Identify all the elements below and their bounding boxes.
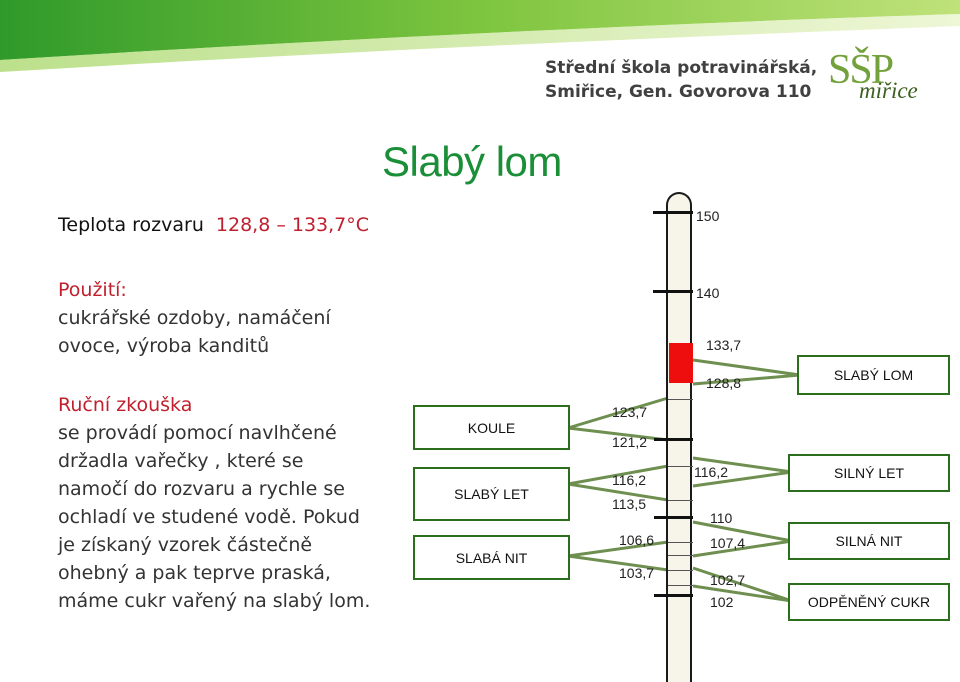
scale-label-150: 150 <box>696 208 720 224</box>
leader-line <box>567 464 669 486</box>
leader-line <box>692 566 793 603</box>
box-odpeneny-cukr: ODPĚNĚNÝ CUKR <box>788 583 950 621</box>
tick-minor <box>668 570 693 571</box>
header-green-band <box>0 0 960 72</box>
leader-line <box>692 358 801 377</box>
tick-major <box>653 290 693 293</box>
leader-line <box>692 456 793 474</box>
leader-line <box>692 539 793 558</box>
box-koule: KOULE <box>413 405 570 450</box>
school-line-2: Smiřice, Gen. Govorova 110 <box>545 82 812 102</box>
leader-line <box>567 482 669 502</box>
manual-test-heading: Ruční zkouška <box>58 394 193 416</box>
scale-label-right: 102 <box>710 594 734 610</box>
scale-label-left: 123,7 <box>612 404 648 420</box>
page-title: Slabý lom <box>382 138 562 185</box>
scale-label-140: 140 <box>696 285 720 301</box>
scale-label-128-8: 128,8 <box>706 375 742 391</box>
leader-line <box>692 584 793 603</box>
leader-line <box>567 426 669 442</box>
tick-minor <box>668 555 693 556</box>
school-name: Střední škola potravinářská, Smiřice, Ge… <box>545 56 817 104</box>
manual-test-line: ochladí ve studené vodě. Pokud <box>58 506 360 528</box>
manual-test-line: je získaný vzorek částečně <box>58 534 313 556</box>
tick-major <box>654 438 693 441</box>
tick-minor <box>668 542 693 543</box>
tick-minor <box>668 466 693 467</box>
scale-label-133-7: 133,7 <box>706 337 742 353</box>
scale-label-left: 103,7 <box>619 565 655 581</box>
tick-minor <box>668 399 693 400</box>
leader-line <box>567 540 669 558</box>
leader-line <box>692 373 801 386</box>
scale-label-right: 107,4 <box>710 535 746 551</box>
scale-label-right: 116,2 <box>694 464 728 480</box>
logo-mark: SŠP <box>828 47 894 93</box>
scale-label-right: 102,7 <box>710 572 746 588</box>
manual-test-block: Ruční zkouška se provádí pomocí navlhčen… <box>58 391 370 615</box>
usage-line: cukrářské ozdoby, namáčení <box>58 307 331 329</box>
manual-test-line: se provádí pomocí navlhčené <box>58 422 337 444</box>
scale-label-right: 110 <box>710 510 733 526</box>
usage-block: Použití: cukrářské ozdoby, namáčení ovoc… <box>58 276 331 360</box>
box-silna-nit: SILNÁ NIT <box>788 522 950 560</box>
box-silny-let: SILNÝ LET <box>788 454 950 492</box>
manual-test-line: držadla vařečky , které se <box>58 450 304 472</box>
manual-test-line: máme cukr vařený na slabý lom. <box>58 590 371 612</box>
temperature-label: Teplota rozvaru <box>58 214 204 236</box>
scale-label-left: 106,6 <box>619 532 655 548</box>
box-slaby-let: SLABÝ LET <box>413 467 570 521</box>
tick-major <box>654 516 693 519</box>
leader-line <box>567 396 669 430</box>
tick-minor <box>668 585 693 586</box>
scale-label-left: 116,2 <box>612 472 646 488</box>
scale-label-left: 121,2 <box>612 434 648 450</box>
range-highlight <box>669 343 693 383</box>
temperature-value: 128,8 – 133,7°C <box>215 214 370 236</box>
tick-major <box>654 594 693 597</box>
box-slaby-lom: SLABÝ LOM <box>797 355 950 395</box>
usage-heading: Použití: <box>58 279 127 301</box>
scale-label-left: 113,5 <box>612 496 646 512</box>
school-line-1: Střední škola potravinářská, <box>545 58 818 78</box>
logo-town: miřice <box>859 78 918 103</box>
thermometer-scale <box>666 192 692 682</box>
leader-line <box>692 520 793 543</box>
leader-line <box>692 470 793 488</box>
leader-line <box>567 554 669 572</box>
school-logo: SŠP miřice <box>826 48 930 106</box>
tick-major <box>653 211 693 214</box>
box-slaba-nit: SLABÁ NIT <box>413 535 570 580</box>
temperature-row: Teplota rozvaru 128,8 – 133,7°C <box>58 211 369 239</box>
tick-minor <box>668 500 693 501</box>
manual-test-line: namočí do rozvaru a rychle se <box>58 478 345 500</box>
usage-line: ovoce, výroba kanditů <box>58 335 270 357</box>
manual-test-line: ohebný a pak teprve praská, <box>58 562 331 584</box>
